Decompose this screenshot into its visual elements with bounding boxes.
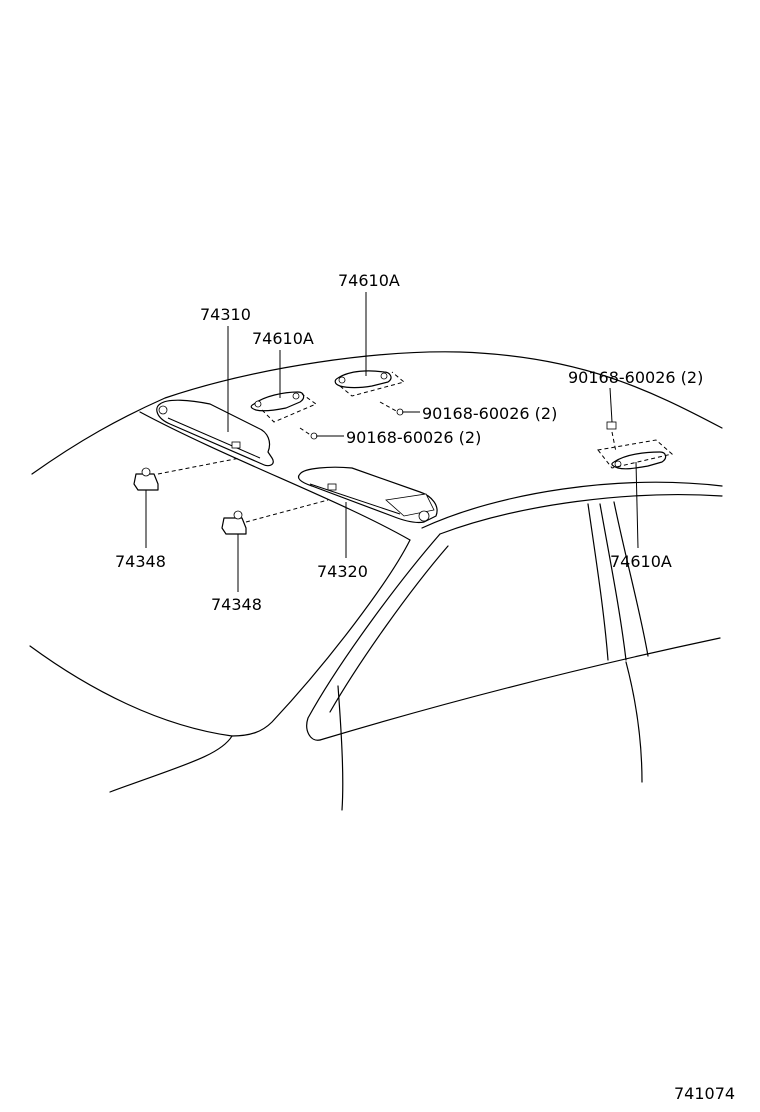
diagram-id: 741074 <box>674 1084 735 1103</box>
label-screw-right-top: 90168-60026 (2) <box>568 368 703 387</box>
label-screw-left: 90168-60026 (2) <box>346 428 481 447</box>
visor-holder-mid <box>221 499 329 535</box>
leader-lines <box>145 292 639 592</box>
sun-visor-left <box>156 399 274 467</box>
visor-holder-left <box>133 457 241 491</box>
assist-grip-left <box>250 391 318 423</box>
screw-top-right <box>379 401 404 416</box>
sun-visor-right <box>297 466 438 524</box>
label-visor-right: 74320 <box>317 562 368 581</box>
assist-grip-rear <box>597 439 674 470</box>
label-grip-rear: 74610A <box>610 552 672 571</box>
car-roof-outline <box>29 351 723 811</box>
label-visor-left: 74310 <box>200 305 251 324</box>
assist-grip-top <box>334 370 406 397</box>
label-screw-mid: 90168-60026 (2) <box>422 404 557 423</box>
label-holder-mid: 74348 <box>211 595 262 614</box>
screw-left <box>299 427 318 440</box>
label-grip-top: 74610A <box>338 271 400 290</box>
label-holder-left: 74348 <box>115 552 166 571</box>
label-grip-left: 74610A <box>252 329 314 348</box>
